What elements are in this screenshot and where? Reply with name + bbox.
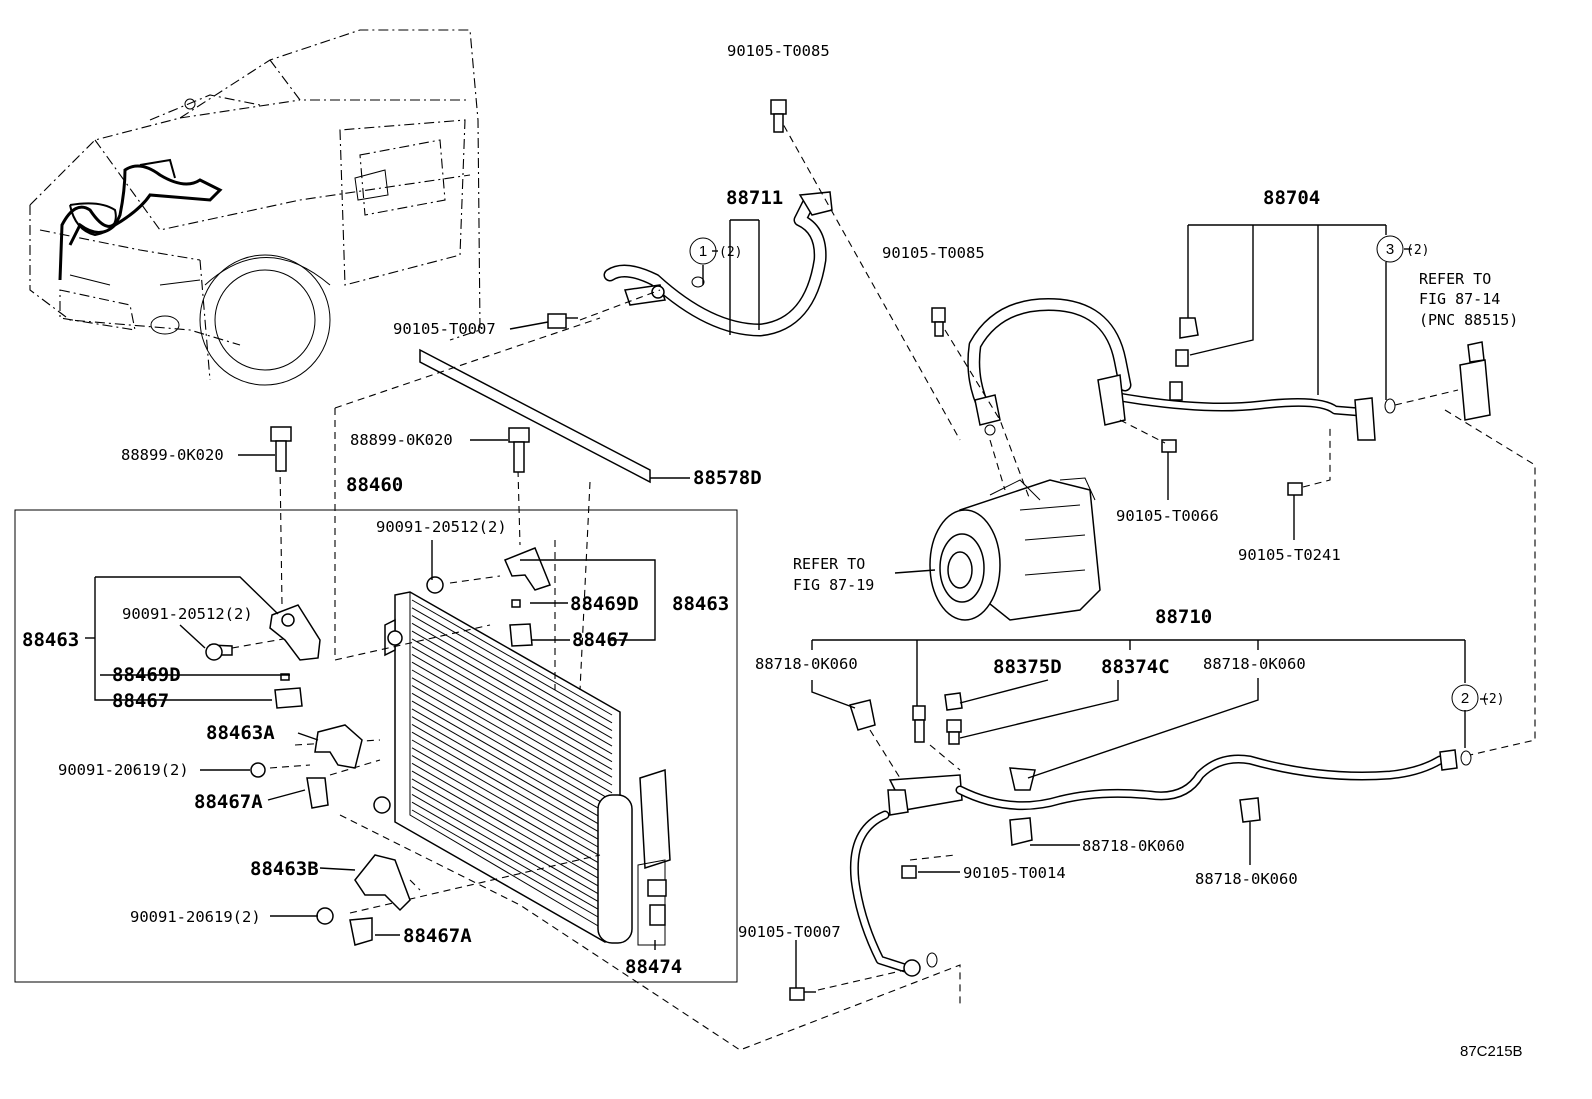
- part-labels: 90105-T0085 88711 (2) 90105-T0007 88899-…: [22, 42, 1523, 1060]
- label-88467-left: 88467: [112, 690, 169, 712]
- label-88374C: 88374C: [1101, 656, 1170, 678]
- label-88467-right: 88467: [572, 629, 629, 651]
- bracket-88463-right: [426, 547, 551, 647]
- label-90105-T0241: 90105-T0241: [1238, 546, 1341, 564]
- bracket-88463-left: [205, 604, 321, 709]
- vehicle-illustration: [29, 29, 481, 386]
- label-88375D: 88375D: [993, 656, 1062, 678]
- condenser-fin: [411, 755, 613, 871]
- condenser-fin: [411, 638, 613, 755]
- label-88467A-a: 88467A: [194, 791, 263, 813]
- label-88474: 88474: [625, 956, 682, 978]
- condenser-fin: [411, 786, 613, 903]
- label-88463A: 88463A: [206, 722, 275, 744]
- label-88460: 88460: [346, 474, 403, 496]
- condenser-fin: [411, 607, 613, 724]
- condenser-fin: [411, 599, 613, 716]
- svg-text:3: 3: [1386, 241, 1394, 258]
- condenser-fin: [411, 700, 613, 817]
- condenser-fin: [411, 739, 613, 856]
- condenser-fin: [411, 801, 613, 918]
- label-88718-c: 88718-0K060: [1082, 837, 1185, 855]
- compressor: [929, 477, 1101, 621]
- bolt-88899-mid: [508, 427, 530, 473]
- liquid-tube-88710: [789, 692, 1472, 1001]
- label-88463-right: 88463: [672, 593, 729, 615]
- label-refer-to: REFER TO: [1419, 270, 1491, 288]
- condenser-fin: [411, 677, 613, 794]
- label-88899-mid: 88899-0K020: [350, 431, 453, 449]
- label-88718-a: 88718-0K060: [755, 655, 858, 673]
- label-88463B: 88463B: [250, 858, 319, 880]
- label-90091-20619-a: 90091-20619(2): [58, 761, 189, 779]
- condenser-fin: [411, 770, 613, 887]
- label-88467A-b: 88467A: [403, 925, 472, 947]
- label-refer-to-2: REFER TO: [793, 555, 865, 573]
- condenser-fin: [411, 778, 613, 895]
- label-88718-b: 88718-0K060: [1203, 655, 1306, 673]
- label-88469D-right: 88469D: [570, 593, 639, 615]
- seal-strip: [419, 348, 651, 484]
- label-90105-T0085-top: 90105-T0085: [727, 42, 830, 60]
- condenser-assembly-box: [14, 509, 738, 983]
- svg-text:1: 1: [699, 243, 707, 260]
- label-88463-left: 88463: [22, 629, 79, 651]
- bracket-88463B: [316, 854, 411, 946]
- condenser-fin: [411, 692, 613, 809]
- label-90091-20512-left: 90091-20512(2): [122, 605, 253, 623]
- discharge-hose-88711: [547, 99, 961, 441]
- label-88469D-left: 88469D: [112, 664, 181, 686]
- condenser-fin: [411, 622, 613, 739]
- label-90105-T0066: 90105-T0066: [1116, 507, 1219, 525]
- condenser-fin: [411, 661, 613, 778]
- condenser-fin: [411, 708, 613, 825]
- label-callout3-qty: (2): [1406, 243, 1429, 258]
- label-fig-87-14: FIG 87-14: [1419, 290, 1500, 308]
- label-88899-left: 88899-0K020: [121, 446, 224, 464]
- callout-3: 3: [1376, 235, 1404, 263]
- condenser-fin: [411, 809, 613, 926]
- condenser-fin: [411, 724, 613, 840]
- label-88711: 88711: [726, 187, 783, 209]
- callout-2: 2: [1451, 684, 1479, 712]
- bolt-88899-left: [270, 426, 292, 472]
- label-88710: 88710: [1155, 606, 1212, 628]
- condenser-fin: [411, 731, 613, 848]
- condenser-fin: [411, 747, 613, 864]
- label-88718-d: 88718-0K060: [1195, 870, 1298, 888]
- dryer-88474: [637, 768, 671, 946]
- svg-text:2: 2: [1461, 690, 1469, 707]
- label-callout1-qty: (2): [719, 245, 742, 260]
- condenser-fin: [411, 762, 613, 879]
- diagram-code: 87C215B: [1460, 1043, 1523, 1060]
- label-fig-87-19: FIG 87-19: [793, 576, 874, 594]
- label-pnc-88515: (PNC 88515): [1419, 311, 1518, 329]
- label-90091-20512-right: 90091-20512(2): [376, 518, 507, 536]
- label-88704: 88704: [1263, 187, 1320, 209]
- label-90105-T0085-mid: 90105-T0085: [882, 244, 985, 262]
- assembly-leaders: [231, 317, 961, 1051]
- condenser-fin: [411, 646, 613, 763]
- condenser-fin: [411, 794, 613, 910]
- label-90105-T0007-top: 90105-T0007: [393, 320, 496, 338]
- label-90105-T0014: 90105-T0014: [963, 864, 1066, 882]
- condenser-fin: [411, 630, 613, 747]
- bracket-88463A: [250, 724, 363, 809]
- condenser-fin: [411, 669, 613, 786]
- callout-1: 1: [689, 237, 717, 265]
- label-90105-T0007-bot: 90105-T0007: [738, 923, 841, 941]
- condenser-fin: [411, 685, 613, 801]
- condenser-core: [373, 591, 633, 944]
- label-callout2-qty: (2): [1481, 692, 1504, 707]
- condenser-fin: [411, 716, 613, 833]
- expansion-valve: [1394, 341, 1536, 756]
- label-90091-20619-b: 90091-20619(2): [130, 908, 261, 926]
- label-88578D: 88578D: [693, 467, 762, 489]
- condenser-fin: [411, 654, 613, 770]
- leader-lines: [85, 219, 1488, 988]
- suction-hose-88704: [931, 298, 1396, 501]
